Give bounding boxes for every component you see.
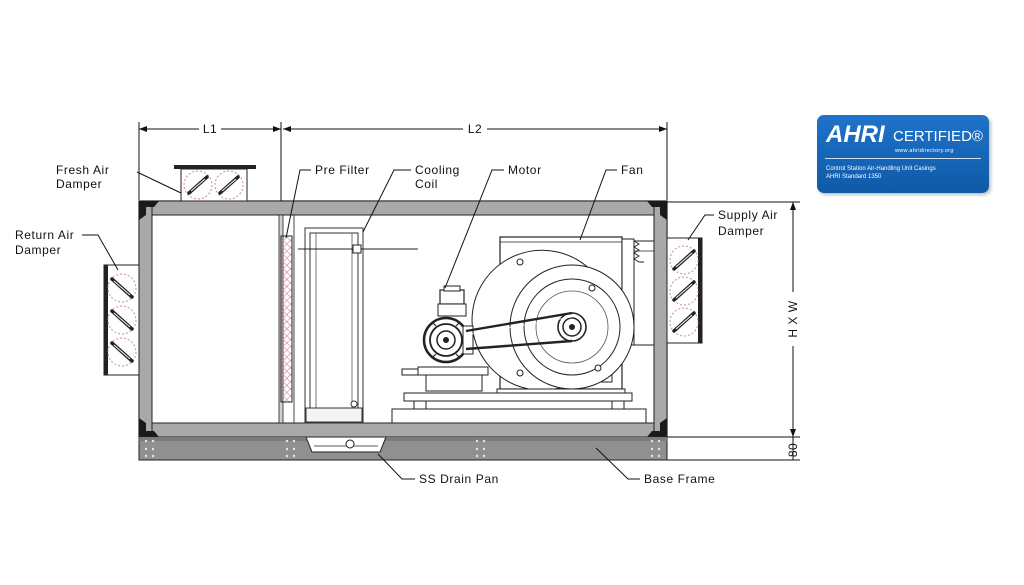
supply-air-damper-label-line2: Damper: [718, 224, 764, 238]
label-fresh-air-damper: Fresh Air Damper: [56, 163, 182, 194]
motor-label: Motor: [508, 163, 542, 177]
fan: [471, 236, 654, 396]
fan-label: Fan: [621, 163, 643, 177]
base-frame-label: Base Frame: [644, 472, 715, 486]
hxw-label: H X W: [786, 300, 800, 337]
ahri-certified-badge: AHRI CERTIFIED® www.ahridirectory.org Co…: [817, 115, 989, 193]
cooling-coil-label-line2: Coil: [415, 177, 438, 191]
badge-program: Control Station Air-Handling Unit Casing…: [826, 166, 936, 172]
label-base-frame: Base Frame: [595, 447, 715, 486]
label-cooling-coil: Cooling Coil: [362, 163, 460, 233]
badge-divider: [825, 158, 981, 159]
ss-drain-pan: [305, 436, 387, 453]
motor: [401, 285, 573, 392]
label-return-air-damper: Return Air Damper: [15, 228, 119, 271]
label-fan: Fan: [579, 163, 643, 241]
label-supply-air-damper: Supply Air Damper: [687, 208, 778, 241]
badge-website: www.ahridirectory.org: [895, 148, 954, 154]
ss-drain-pan-label: SS Drain Pan: [419, 472, 499, 486]
pre-filter: [280, 235, 293, 403]
supply-air-damper: [666, 237, 703, 344]
l2-label: L2: [468, 122, 482, 136]
dimension-l2: L2: [283, 122, 668, 200]
pre-filter-label: Pre Filter: [315, 163, 370, 177]
label-ss-drain-pan: SS Drain Pan: [377, 453, 499, 486]
base-height-label: 80: [786, 443, 800, 457]
ahri-logo-text: AHRI: [826, 121, 885, 148]
corner-pieces: [139, 201, 667, 437]
dimension-l1: L1: [138, 122, 282, 232]
badge-standard: AHRI Standard 1350: [826, 174, 882, 180]
l1-label: L1: [203, 122, 217, 136]
return-air-damper-label-line2: Damper: [15, 243, 61, 257]
label-pre-filter: Pre Filter: [285, 163, 370, 239]
return-air-damper-label-line1: Return Air: [15, 228, 74, 242]
fresh-air-damper-label-line2: Damper: [56, 177, 102, 191]
supply-air-damper-label-line1: Supply Air: [718, 208, 778, 222]
label-motor: Motor: [444, 163, 542, 289]
fresh-air-damper-label-line1: Fresh Air: [56, 163, 109, 177]
certified-text: CERTIFIED®: [893, 128, 983, 145]
dimension-hxw: H X W 80: [667, 201, 800, 461]
base-frame: [138, 436, 668, 461]
cooling-coil-label-line1: Cooling: [415, 163, 460, 177]
cooling-coil: [298, 227, 418, 424]
skid: [391, 392, 647, 424]
return-air-damper: [103, 264, 140, 376]
fresh-air-damper: [174, 165, 256, 202]
